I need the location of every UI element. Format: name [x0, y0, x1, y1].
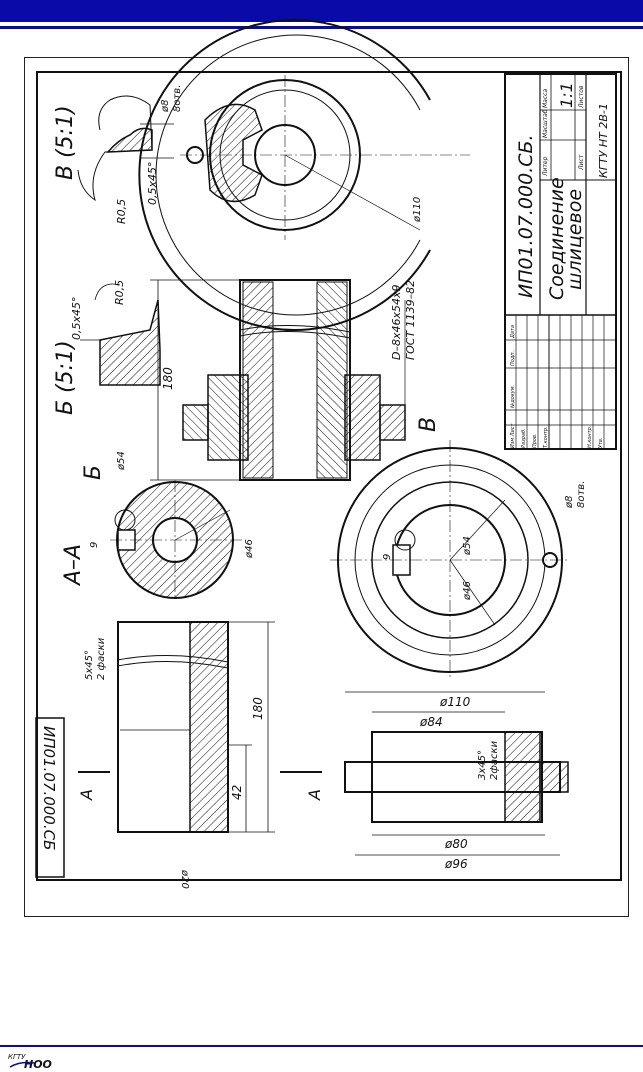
top-dim-8: ø8 — [160, 100, 171, 113]
detail-b-label: Б (5:1) — [53, 340, 78, 415]
hub-chamfer: 3х45° — [477, 750, 488, 780]
shaft-dim-20: ø20 — [179, 869, 190, 889]
shaft-chamfer-note: 2 фаски — [96, 637, 107, 680]
assembly-dim-180: 180 — [161, 367, 175, 390]
section-a-arrow-right: А — [305, 789, 324, 801]
assembly-section: 180 D–8х46х54х9 ГОСТ 1139–82 В — [150, 279, 441, 481]
title-line-1: Соединение — [546, 177, 568, 300]
logo-text: КГТУ — [8, 1053, 26, 1061]
scale-value: 1:1 — [557, 82, 576, 108]
stamp-role-2: Пров. — [532, 433, 538, 448]
group-code: КГТУ НТ 2В-1 — [597, 103, 610, 178]
shaft-section: 180 42 5х45° 2 фаски ø20 А А — [77, 621, 324, 889]
end-view-circle: ø54 ø46 9 ø8 8отв. — [330, 440, 587, 680]
title-line-2: шлицевое — [564, 189, 586, 290]
header-bar — [0, 0, 643, 22]
end-dim-8: ø8 — [564, 496, 575, 509]
designation: ИП01.07.000.СБ. — [515, 134, 537, 298]
spline-note-1: D–8х46х54х9 — [390, 285, 403, 361]
shaft-chamfer: 5х45° — [84, 650, 95, 680]
section-b-marker: Б — [81, 465, 106, 480]
drawing-frame — [36, 71, 622, 881]
end-dim-46: ø46 — [462, 581, 473, 601]
detail-v-chamfer: 0,5х45° — [146, 161, 159, 205]
stamp-role-4: Н.контр. — [587, 426, 593, 448]
institution-logo: КГТУ НОО — [8, 1053, 52, 1071]
stamp-row-2: №докум. — [510, 385, 516, 409]
scale-label: Масштаб — [542, 109, 549, 138]
sheets-label: Листов — [578, 85, 585, 109]
detail-b-radius: R0,5 — [113, 280, 126, 305]
section-aa: А–А Б ø54 ø46 9 — [61, 451, 255, 600]
footer-divider — [0, 1045, 643, 1047]
aa-dim-46: ø46 — [244, 539, 255, 559]
stamp-role-1: Разраб. — [521, 428, 527, 448]
detail-b: Б (5:1) 0,5х45° R0,5 — [53, 280, 161, 415]
title-block: ИП01.07.000.СБ. Соединение шлицевое Масс… — [504, 73, 617, 450]
shaft-dim-180: 180 — [251, 697, 265, 720]
stamp-row-3: Подп. — [510, 351, 516, 366]
top-dim-8-note: 8отв. — [172, 85, 183, 112]
detail-b-chamfer: 0,5х45° — [70, 296, 83, 340]
end-dim-8-note: 8отв. — [576, 481, 587, 508]
detail-v-radius: R0,5 — [115, 199, 128, 224]
copy-designation-box: ИП01.07.000.СБ — [35, 717, 65, 878]
detail-v: В (5:1) R0,5 0,5х45° — [53, 95, 174, 224]
detail-v-label: В (5:1) — [53, 105, 78, 180]
stamp-role-5: Утв. — [598, 438, 604, 449]
header-divider — [0, 26, 643, 29]
section-aa-label: А–А — [61, 544, 86, 587]
hub-dim-110: ø110 — [439, 695, 471, 709]
stamp-role-3: Т.контр. — [543, 426, 549, 448]
view-v-arrow-label: В — [416, 417, 441, 432]
hub-view: ø110 ø84 ø80 ø96 3х45° 2фаски — [344, 691, 569, 871]
hub-dim-84: ø84 — [419, 715, 443, 729]
top-circle-view: ø110 ø8 8отв. — [138, 19, 470, 331]
shaft-dim-42: 42 — [230, 785, 244, 800]
hub-dim-96: ø96 — [444, 857, 468, 871]
stamp-row-4: Дата — [510, 325, 516, 339]
top-dim-110: ø110 — [412, 197, 423, 223]
hub-dim-80: ø80 — [444, 837, 468, 851]
stamp-row-1: Изм Лист — [510, 422, 516, 448]
sheet-label: Лист — [578, 154, 585, 171]
end-dim-54: ø54 — [462, 536, 473, 556]
spline-note-2: ГОСТ 1139–82 — [404, 280, 417, 360]
copy-designation: ИП01.07.000.СБ — [40, 726, 58, 850]
section-a-arrow-left: А — [77, 789, 96, 801]
aa-dim-54: ø54 — [116, 451, 127, 471]
logo-mark: НОО — [24, 1058, 52, 1071]
mass-label: Масса — [542, 89, 549, 108]
end-dim-9: 9 — [382, 554, 393, 560]
letter-label: Литер — [542, 156, 549, 177]
hub-chamfer-note: 2фаски — [489, 740, 500, 780]
aa-dim-9: 9 — [89, 542, 100, 548]
